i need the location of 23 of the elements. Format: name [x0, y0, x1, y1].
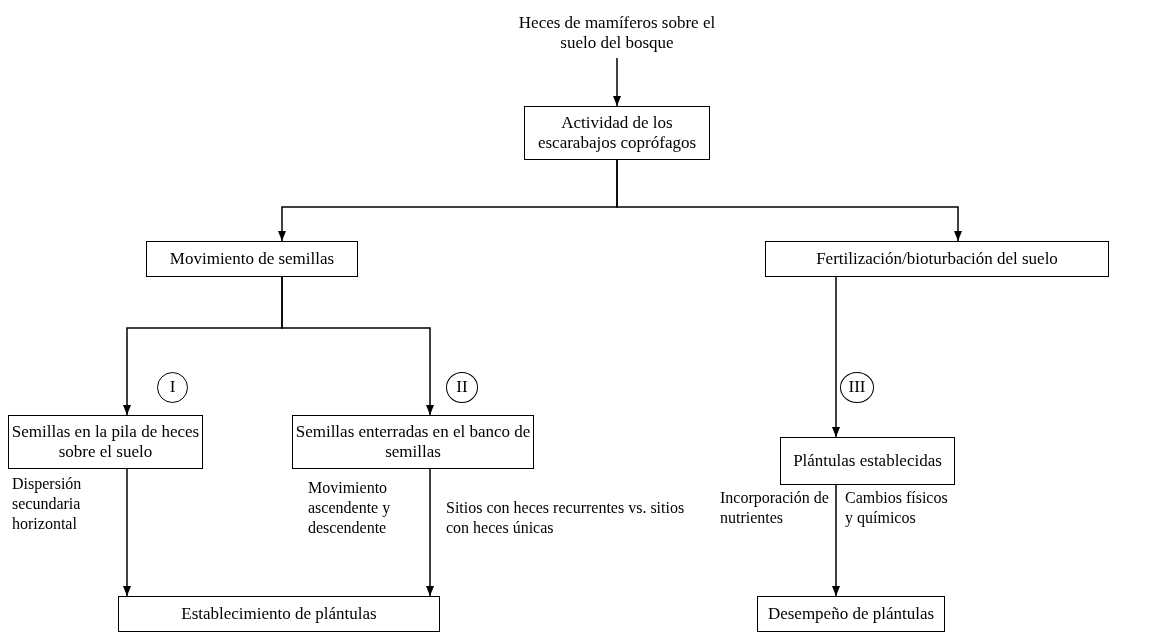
edge-label: Dispersión secundaria horizontal	[12, 474, 83, 534]
numbered-circle: III	[840, 372, 874, 403]
arrow	[425, 468, 435, 597]
numbered-circle: I	[157, 372, 188, 403]
arrow	[122, 468, 132, 597]
numbered-circle: II	[446, 372, 478, 403]
arrow	[616, 159, 963, 242]
arrow	[831, 484, 841, 597]
process-box: Semillas en la pila de heces sobre el suelo	[8, 415, 203, 469]
annotation-text: Sitios con heces recurrentes vs. sitios con heces únicas	[446, 498, 686, 538]
process-box: Desempeño de plántulas	[757, 596, 945, 632]
edge-label: Movimiento ascendente y descendente	[308, 478, 392, 538]
arrow	[831, 276, 841, 438]
edge-label: Incorporación de nutrientes	[720, 488, 830, 528]
process-box: Plántulas establecidas	[780, 437, 955, 485]
process-box: Establecimiento de plántulas	[118, 596, 440, 632]
process-box: Semillas enterradas en el banco de semillas	[292, 415, 534, 469]
process-box: Fertilización/bioturbación del suelo	[765, 241, 1109, 277]
process-box: Movimiento de semillas	[146, 241, 358, 277]
process-box: Actividad de los escarabajos coprófagos	[524, 106, 710, 160]
annotation-text: Cambios físicos y químicos	[845, 488, 949, 528]
arrow	[281, 276, 435, 416]
arrow	[612, 57, 622, 107]
